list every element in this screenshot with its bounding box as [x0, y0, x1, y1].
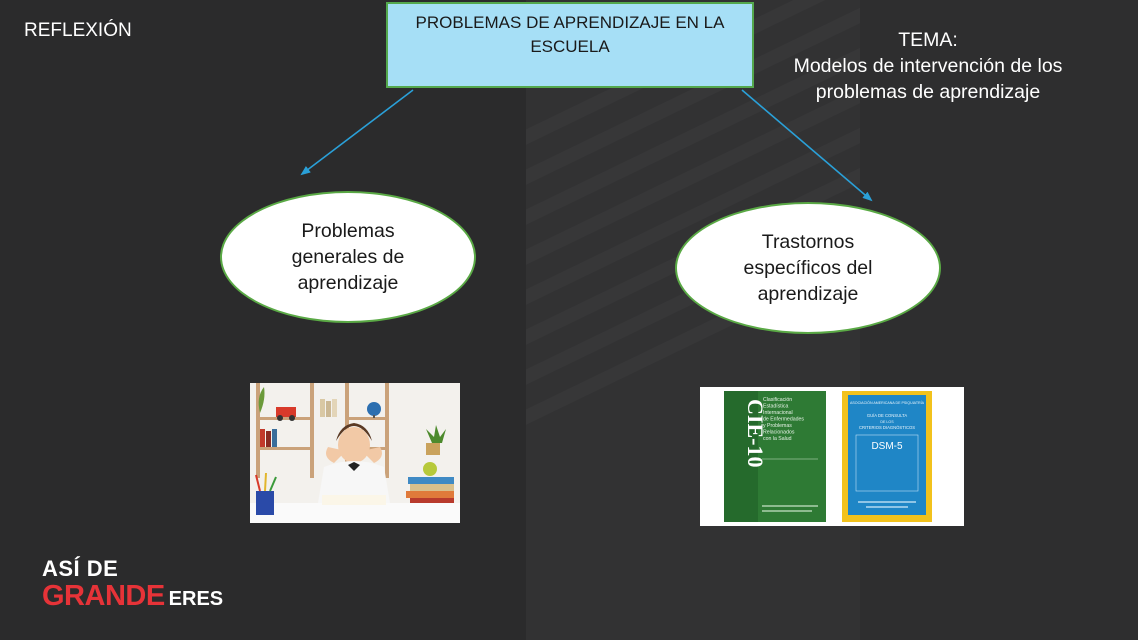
- reference-books-image: CIE-10 Clasificación Estadística Interna…: [700, 387, 964, 526]
- cie-title-line-4: de Enfermedades: [763, 417, 804, 423]
- cie-10-spine-text: CIE-10: [743, 399, 768, 467]
- svg-text:Clasificación Estadíst: Clasificación Estadística Internacional …: [763, 397, 805, 442]
- dsm-5-book-cover: ASOCIACIÓN AMERICANA DE PSIQUIATRÍA GUÍA…: [842, 391, 932, 522]
- node-left-line-1: Problemas: [301, 220, 395, 242]
- main-title-box: PROBLEMAS DE APRENDIZAJE EN LA ESCUELA: [386, 2, 754, 88]
- cie-title-line-7: con la Salud: [763, 436, 792, 442]
- logo-eres: ERES: [168, 588, 224, 610]
- node-specific-disorders: Trastornos específicos del aprendizaje: [675, 202, 941, 334]
- node-right-line-1: Trastornos: [761, 231, 855, 253]
- cie-title-line-3: Internacional: [763, 410, 793, 416]
- node-left-line-3: aprendizaje: [297, 272, 399, 294]
- topic-label: TEMA:: [898, 29, 958, 51]
- logo-line-1: ASÍ DE: [42, 556, 119, 581]
- dsm-header: ASOCIACIÓN AMERICANA DE PSIQUIATRÍA: [850, 400, 925, 405]
- dsm-guide-line-2: DE LOS: [880, 420, 894, 424]
- child-studying-photo: [250, 383, 460, 523]
- cie-title-line-1: Clasificación: [763, 397, 792, 403]
- main-title-line-2: ESCUELA: [530, 37, 610, 56]
- reflection-label: REFLEXIÓN: [24, 20, 132, 41]
- topic-line-2: problemas de aprendizaje: [815, 81, 1041, 103]
- cie-title-line-5: y Problemas: [763, 423, 792, 429]
- cie-10-book-cover: CIE-10 Clasificación Estadística Interna…: [724, 391, 826, 522]
- topic-line-1: Modelos de intervención de los: [793, 55, 1063, 77]
- main-title-line-1: PROBLEMAS DE APRENDIZAJE EN LA: [415, 13, 725, 32]
- node-right-line-3: aprendizaje: [757, 283, 859, 305]
- topic-block: TEMA: Modelos de intervención de los pro…: [768, 27, 1088, 105]
- node-general-problems: Problemas generales de aprendizaje: [220, 191, 476, 323]
- node-left-line-2: generales de: [291, 246, 405, 268]
- node-right-line-2: específicos del: [743, 257, 873, 279]
- dsm-guide-line-3: CRITERIOS DIAGNÓSTICOS: [859, 425, 915, 430]
- cie-title-line-2: Estadística: [763, 404, 788, 410]
- cie-title-line-6: Relacionados: [763, 430, 795, 436]
- dsm-guide-line-1: GUÍA DE CONSULTA: [867, 413, 908, 418]
- logo-grande: GRANDE: [42, 580, 165, 612]
- dsm-title: DSM-5: [871, 441, 903, 452]
